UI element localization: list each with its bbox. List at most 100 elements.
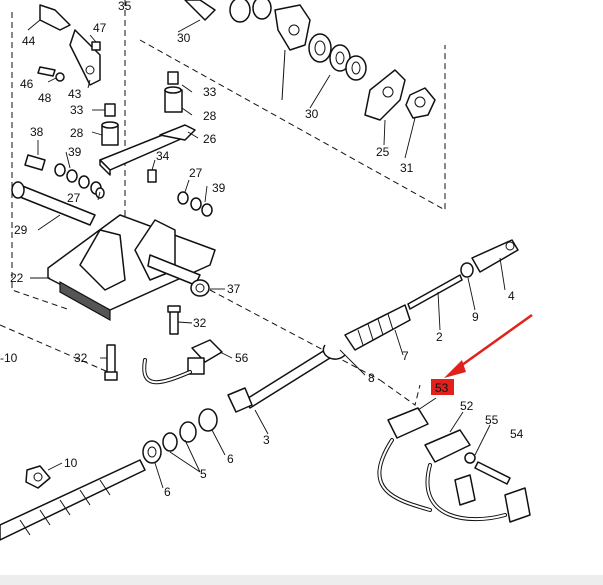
callout-39-right: 39: [212, 181, 226, 195]
nut-47: [91, 41, 101, 51]
cable-10: [0, 459, 146, 541]
washer-30-3: [345, 55, 367, 81]
lever-arm-top: [184, 0, 216, 21]
washer-37: [190, 279, 210, 297]
callout-33-right: 33: [203, 85, 217, 99]
shaft-29: [11, 181, 96, 226]
callout-32-lower: 32: [74, 351, 88, 365]
clip-8: [322, 344, 346, 360]
boundary-sensor: [379, 379, 421, 406]
screw-55: [474, 461, 511, 485]
bracket-25: [364, 69, 406, 121]
washer-39-3: [78, 175, 90, 189]
sensor-52-body: [424, 429, 471, 463]
washer-39-1: [54, 163, 66, 177]
bellows-7: [344, 304, 411, 351]
bellows: [344, 304, 411, 351]
assembly-boundaries: [0, 0, 446, 406]
callout-labels: 35 47 44 30 30 46 48 43 33 33 28 28 26 2…: [0, 0, 524, 499]
callout-28-right: 28: [203, 109, 217, 123]
callout-29: 29: [14, 223, 28, 237]
lever-plate-hole: [288, 24, 300, 36]
callout-28-left: 28: [70, 126, 84, 140]
callout-3: 3: [263, 433, 270, 447]
callout-31: 31: [400, 161, 414, 175]
callout-46: 46: [20, 77, 34, 91]
rod-2: [407, 274, 463, 310]
callout-6-right: 6: [227, 452, 234, 466]
callout-48: 48: [38, 91, 52, 105]
callout-30-top: 30: [177, 31, 191, 45]
link-plate-26: [99, 124, 196, 176]
callout-37: 37: [227, 282, 241, 296]
sensor-53-body: [387, 407, 429, 439]
washer-39-right-1: [190, 197, 202, 211]
screw-46: [37, 66, 56, 77]
upper-left-parts: [37, 4, 101, 86]
rod-end-4: [471, 239, 519, 273]
washer-39-2: [66, 169, 78, 183]
callout-34: 34: [156, 149, 170, 163]
boundary-cable: [209, 289, 381, 381]
callout-54: 54: [510, 427, 524, 441]
setscrew-33-left: [104, 103, 116, 117]
bracket-43: [69, 29, 101, 86]
callout-43: 43: [68, 87, 82, 101]
highlight-callout-53: 53: [417, 313, 533, 411]
pin-38: [24, 154, 46, 171]
connector-54: [504, 487, 531, 523]
callout-26: 26: [203, 132, 217, 146]
callout-22: 22: [10, 271, 24, 285]
washer-top-1: [229, 0, 251, 23]
washer-6-left: [142, 440, 162, 464]
callout-39-left: 39: [68, 145, 82, 159]
callout-2: 2: [436, 330, 443, 344]
highlight-arrow-head: [444, 360, 466, 378]
connector-52: [454, 474, 476, 506]
pin-38-group: [24, 154, 102, 195]
callout-32-upper: 32: [193, 316, 207, 330]
callout-44: 44: [22, 34, 36, 48]
callout-4: 4: [508, 289, 515, 303]
bracket-25-assembly: [364, 69, 436, 121]
highlight-label: 53: [435, 381, 449, 395]
sensor-52: [424, 429, 531, 523]
footer-bar: [0, 575, 603, 585]
cable-sleeve: [244, 349, 331, 409]
washer-30-1: [308, 33, 332, 63]
base-housing-22: [47, 214, 216, 322]
bushing-right: [164, 71, 183, 113]
washer-27-right: [177, 191, 189, 205]
callout-27-left: 27: [67, 191, 81, 205]
callout-30-right: 30: [305, 107, 319, 121]
washer-48: [55, 72, 65, 82]
connector-plug: [187, 357, 205, 375]
setscrew-33-right: [167, 71, 179, 85]
shaft: [14, 184, 96, 226]
washer-6-right: [198, 408, 218, 432]
housing-left-ear: [79, 229, 126, 291]
callout-52: 52: [460, 399, 474, 413]
callout-10-left: -10: [0, 351, 18, 365]
highlight-arrow-shaft: [454, 313, 533, 372]
cable-nut: [227, 387, 253, 413]
callout-9: 9: [472, 310, 479, 324]
nut-9: [460, 262, 474, 278]
lever-rod: [281, 49, 286, 101]
washer-55: [464, 452, 476, 464]
cable-10-body: [0, 459, 146, 541]
callout-10-right: 10: [64, 456, 78, 470]
washers-27-39-right: [95, 169, 213, 217]
bushing-left: [101, 103, 119, 146]
washer-39-right-2: [201, 203, 213, 217]
callout-33-left: 33: [70, 103, 84, 117]
clip-ring: [322, 344, 346, 360]
clip-44: [39, 4, 71, 31]
screw-32-lower: [106, 344, 116, 374]
highlight-box: [431, 379, 454, 395]
connector-56: [142, 339, 223, 385]
lever-plate: [274, 4, 311, 51]
callout-25: 25: [376, 145, 390, 159]
